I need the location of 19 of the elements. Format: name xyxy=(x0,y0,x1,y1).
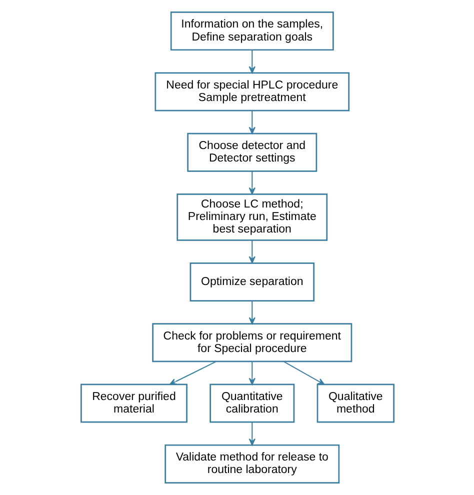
node-box: Information on the samples, Define separation goals xyxy=(170,12,334,51)
node-box: Choose detector and Detector settings xyxy=(186,132,317,172)
node-box: Recover purified material xyxy=(80,384,187,423)
arrow xyxy=(248,110,255,134)
node-box: Validate method for release to routine laboratory xyxy=(164,444,340,484)
arrow xyxy=(248,362,255,385)
node-box: Quantitative calibration xyxy=(209,384,294,423)
node-box: Choose LC method; Preliminary run, Estimate best separation xyxy=(176,194,328,241)
arrow xyxy=(168,361,216,385)
arrow xyxy=(248,300,255,324)
arrow xyxy=(248,50,255,74)
node-box: Optimize separation xyxy=(189,262,314,302)
arrow xyxy=(283,361,324,385)
node-box: Check for problems or requirement for Special procedure xyxy=(152,323,352,362)
arrow xyxy=(248,171,255,195)
node-box: Qualitative method xyxy=(316,384,394,423)
arrow xyxy=(248,422,255,446)
arrow xyxy=(248,240,255,264)
node-box: Need for special HPLC procedure Sample pretreatment xyxy=(154,72,350,112)
